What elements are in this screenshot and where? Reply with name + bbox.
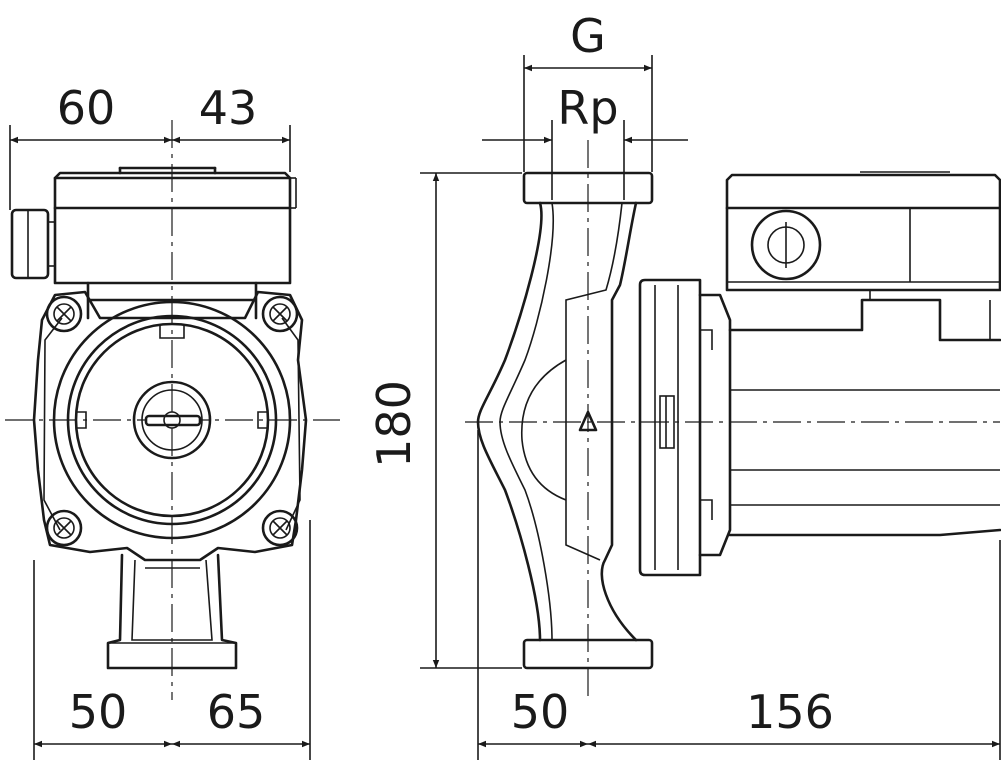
side-pump-body [476,171,654,670]
front-cable-gland [10,208,55,280]
front-bolt-bottom-right [261,509,299,547]
dim-label-43: 43 [199,81,258,135]
dim-label-g: G [570,9,606,63]
dim-label-156: 156 [746,685,834,739]
dim-label-50-side: 50 [511,685,570,739]
side-motor-flange [638,278,732,577]
dim-label-60: 60 [57,81,116,135]
dim-label-50-front: 50 [69,685,128,739]
front-bolt-top-left [45,295,83,333]
side-top-flange [522,171,654,205]
dim-label-65: 65 [207,685,266,739]
side-cable-entry [750,209,822,281]
front-bolt-bottom-left [45,509,83,547]
dimensions: 60 43 50 65 50 156 G Rp 180 [9,9,1001,760]
front-volute-inner [66,314,278,526]
front-rotor-cap [132,380,212,460]
front-outlet-port [106,553,238,670]
front-volute-outer [52,300,292,540]
dim-label-180: 180 [367,380,421,468]
side-terminal-box [725,171,1001,292]
side-bottom-flange [522,638,654,670]
front-bolt-top-right [261,295,299,333]
front-shaft-slot [144,414,202,427]
front-terminal-box [53,166,297,285]
front-pump-housing [32,290,308,562]
flow-direction-arrow-icon [578,410,598,432]
side-view [465,140,1001,700]
front-neck [86,281,258,320]
front-view [5,120,340,700]
dim-label-rp: Rp [557,81,618,135]
side-motor-housing [728,289,1001,537]
